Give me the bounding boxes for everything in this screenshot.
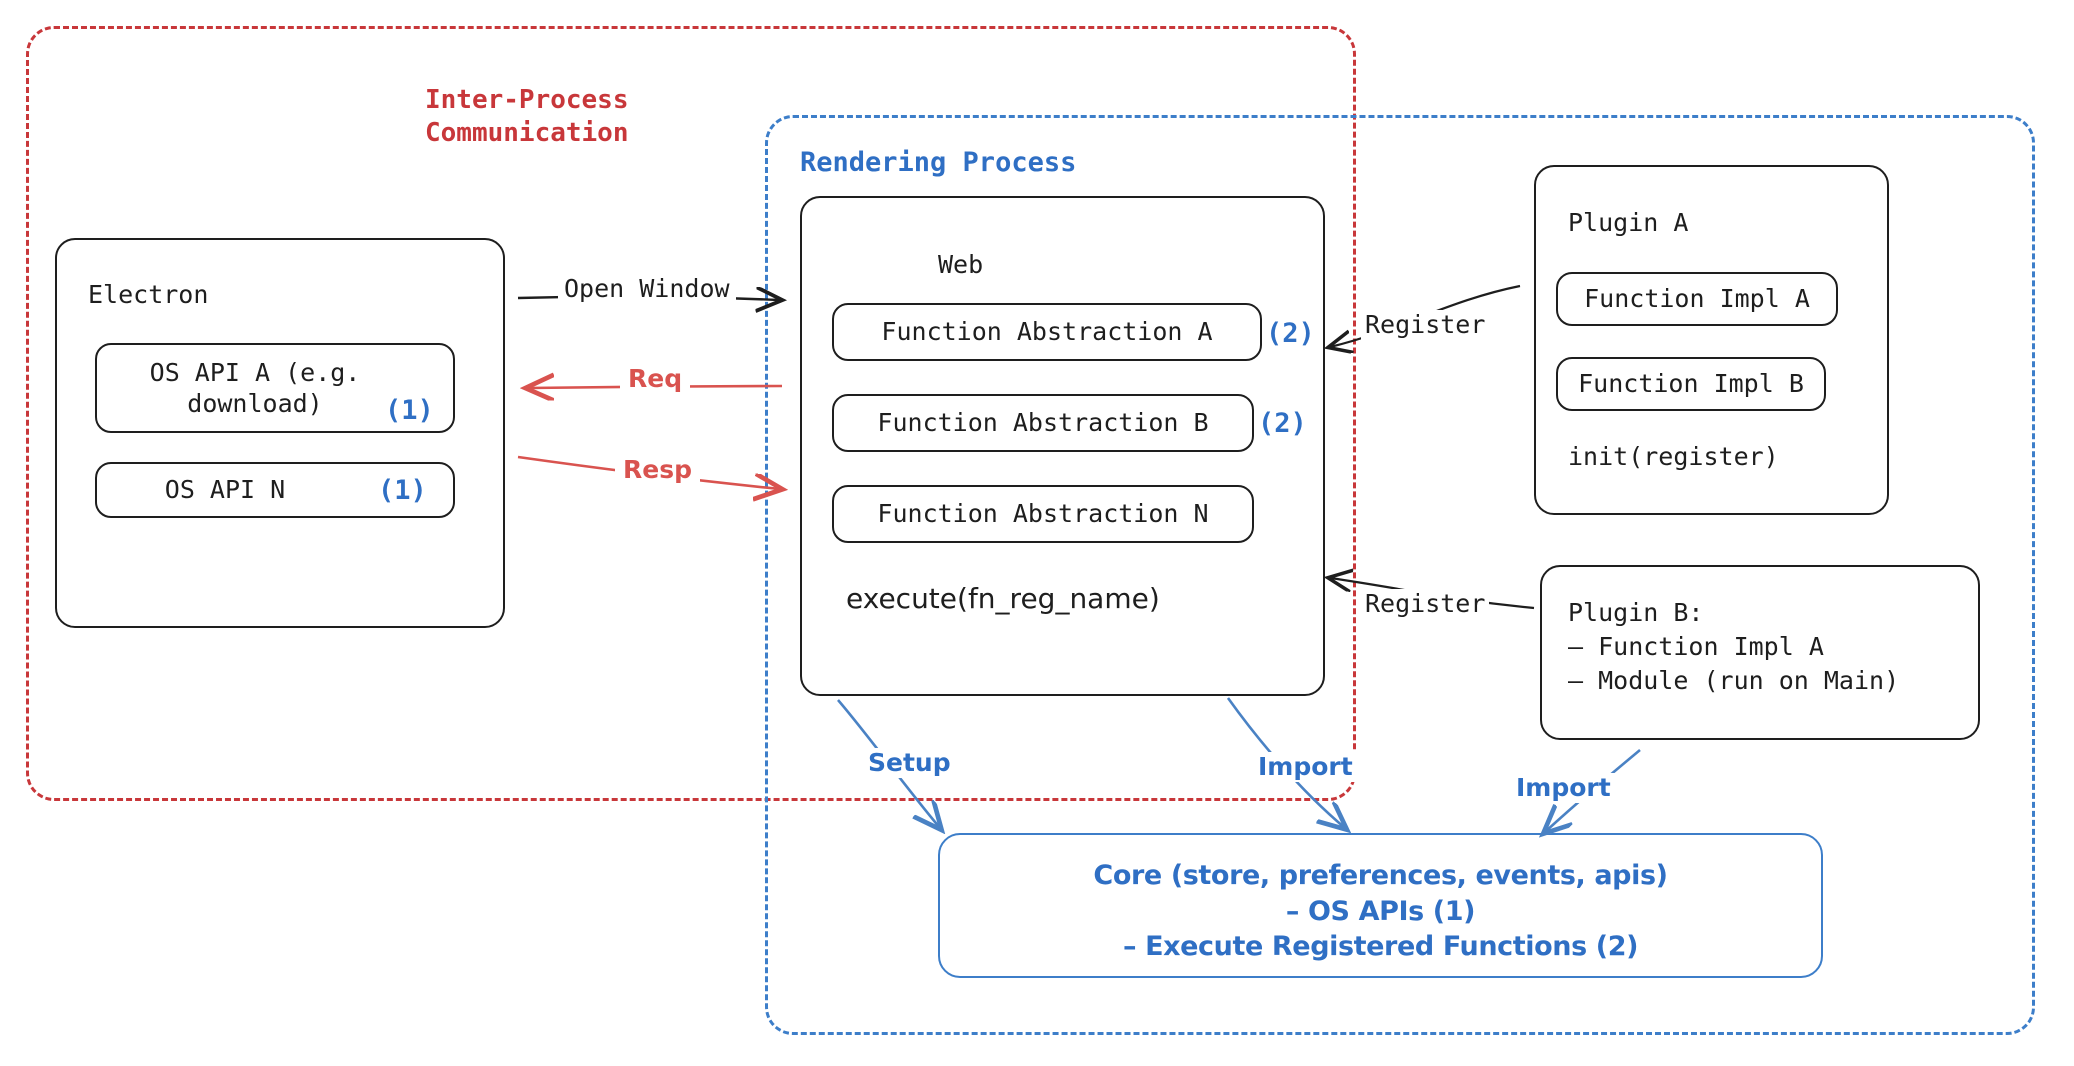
- req-label: Req: [620, 364, 691, 394]
- rendering-process-label: Rendering Process: [800, 147, 1077, 178]
- setup-label: Setup: [862, 748, 957, 778]
- ipc-label: Inter-Process Communication: [425, 85, 629, 149]
- plugin-b-box: [1540, 565, 1980, 740]
- electron-title: Electron: [88, 280, 209, 309]
- core-box: [938, 833, 1823, 978]
- web-box: [800, 196, 1325, 696]
- open-window-label: Open Window: [558, 274, 736, 304]
- function-abstraction-b-marker: (2): [1258, 408, 1307, 439]
- electron-box: [55, 238, 505, 628]
- plugin-b-text: Plugin B: – Function Impl A – Module (ru…: [1568, 598, 1900, 695]
- rendering-process-boundary: [765, 115, 2035, 1035]
- function-abstraction-a-label: Function Abstraction A: [881, 317, 1213, 347]
- plugin-a-function-impl-a-label: Function Impl A: [1584, 284, 1810, 314]
- os-api-a-marker: (1): [385, 395, 434, 426]
- core-text: Core (store, preferences, events, apis) …: [1093, 860, 1668, 963]
- register-a-label: Register: [1361, 310, 1490, 340]
- function-abstraction-n-box: [832, 485, 1254, 543]
- plugin-a-function-impl-b-box: [1556, 357, 1826, 411]
- os-api-a-label: OS API A (e.g. download): [149, 357, 361, 418]
- function-abstraction-a-box: [832, 303, 1262, 361]
- function-abstraction-a-marker: (2): [1266, 318, 1315, 349]
- os-api-n-box: [95, 462, 455, 518]
- os-api-a-box: [95, 343, 455, 433]
- resp-label: Resp: [615, 455, 700, 485]
- web-title: Web: [938, 250, 984, 279]
- plugin-a-function-impl-b-label: Function Impl B: [1578, 369, 1804, 399]
- ipc-boundary: [26, 26, 1356, 801]
- function-abstraction-b-box: [832, 394, 1254, 452]
- register-b-label: Register: [1361, 589, 1490, 619]
- os-api-n-label: OS API N: [164, 475, 286, 505]
- plugin-a-function-impl-a-box: [1556, 272, 1838, 326]
- function-abstraction-n-label: Function Abstraction N: [877, 499, 1209, 529]
- import-plugin-label: Import: [1510, 773, 1617, 803]
- web-execute-label: execute(fn_reg_name): [846, 582, 1160, 615]
- plugin-a-title: Plugin A: [1568, 208, 1689, 237]
- function-abstraction-b-label: Function Abstraction B: [877, 408, 1209, 438]
- plugin-a-init-label: init(register): [1568, 442, 1779, 471]
- plugin-a-box: [1534, 165, 1889, 515]
- import-web-label: Import: [1252, 752, 1359, 782]
- os-api-n-marker: (1): [378, 475, 427, 506]
